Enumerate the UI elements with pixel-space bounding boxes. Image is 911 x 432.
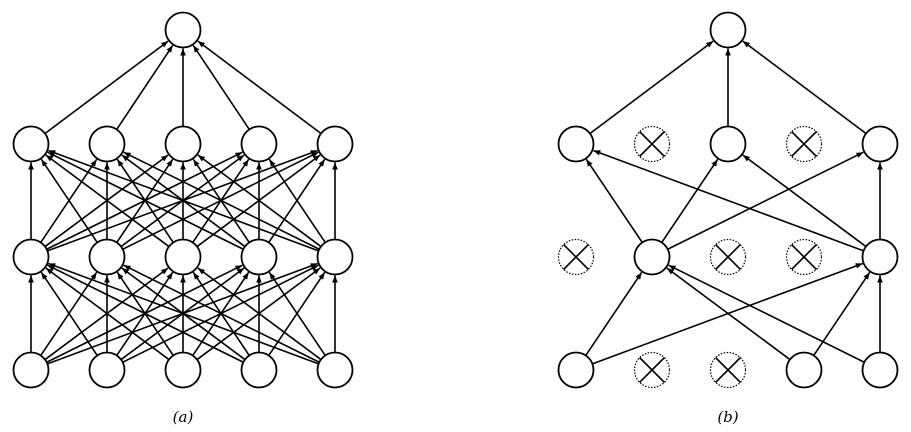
neuron-node xyxy=(164,351,202,389)
connection-arrow xyxy=(589,40,714,135)
connection-arrow xyxy=(742,40,867,135)
neuron-node xyxy=(88,238,126,276)
neuron-node xyxy=(12,238,50,276)
dropped-neuron-node xyxy=(709,351,747,389)
connection-arrow xyxy=(585,271,643,356)
caption-a: (a) xyxy=(172,408,194,426)
neuron-node xyxy=(316,238,354,276)
neuron-node xyxy=(316,125,354,163)
neuron-node xyxy=(12,351,50,389)
connection-arrow xyxy=(268,158,326,243)
connection-arrow xyxy=(666,267,791,361)
connection-arrow xyxy=(48,262,319,365)
neuron-node xyxy=(164,11,202,49)
neuron-node xyxy=(316,351,354,389)
connection-arrow xyxy=(197,40,322,135)
neuron-node xyxy=(709,125,747,163)
connection-arrow xyxy=(268,271,326,356)
neuron-node xyxy=(240,351,278,389)
connection-arrow xyxy=(123,151,320,250)
connection-arrow xyxy=(48,149,319,252)
neuron-node xyxy=(861,351,899,389)
neuron-node xyxy=(164,238,202,276)
neuron-node xyxy=(240,125,278,163)
neuron-node xyxy=(88,351,126,389)
dropped-neuron-node xyxy=(633,351,671,389)
connection-arrow xyxy=(667,151,864,250)
dropped-neuron-node xyxy=(709,238,747,276)
connection-arrow xyxy=(116,44,174,130)
neuron-node xyxy=(861,238,899,276)
connection-arrow xyxy=(668,264,865,363)
neuron-node xyxy=(709,11,747,49)
neuron-node xyxy=(785,351,823,389)
dropped-neuron-node xyxy=(557,238,595,276)
neuron-node xyxy=(861,125,899,163)
neuron-node xyxy=(557,351,595,389)
connection-arrow xyxy=(44,40,169,135)
neuron-node xyxy=(12,125,50,163)
connection-arrow xyxy=(45,267,170,361)
connection-arrow xyxy=(47,264,244,363)
connection-arrow xyxy=(813,271,871,356)
connection-arrow xyxy=(47,151,244,250)
neuron-node xyxy=(88,125,126,163)
neuron-node xyxy=(633,238,671,276)
connection-arrow xyxy=(40,271,98,356)
caption-b: (b) xyxy=(717,408,739,426)
neuron-node xyxy=(164,125,202,163)
neuron-node xyxy=(557,125,595,163)
neuron-node xyxy=(240,238,278,276)
connection-arrow xyxy=(585,158,643,243)
connection-arrow xyxy=(40,158,98,243)
connection-arrow xyxy=(661,158,719,243)
connection-arrow xyxy=(593,149,864,252)
connection-arrow xyxy=(123,264,320,363)
connection-arrow xyxy=(197,267,322,361)
connection-arrow xyxy=(742,154,867,248)
connection-arrow xyxy=(45,154,170,248)
dropped-neuron-node xyxy=(785,238,823,276)
connection-arrow xyxy=(192,44,250,130)
dropped-neuron-node xyxy=(785,125,823,163)
dropped-neuron-node xyxy=(633,125,671,163)
connection-arrow xyxy=(197,154,322,248)
